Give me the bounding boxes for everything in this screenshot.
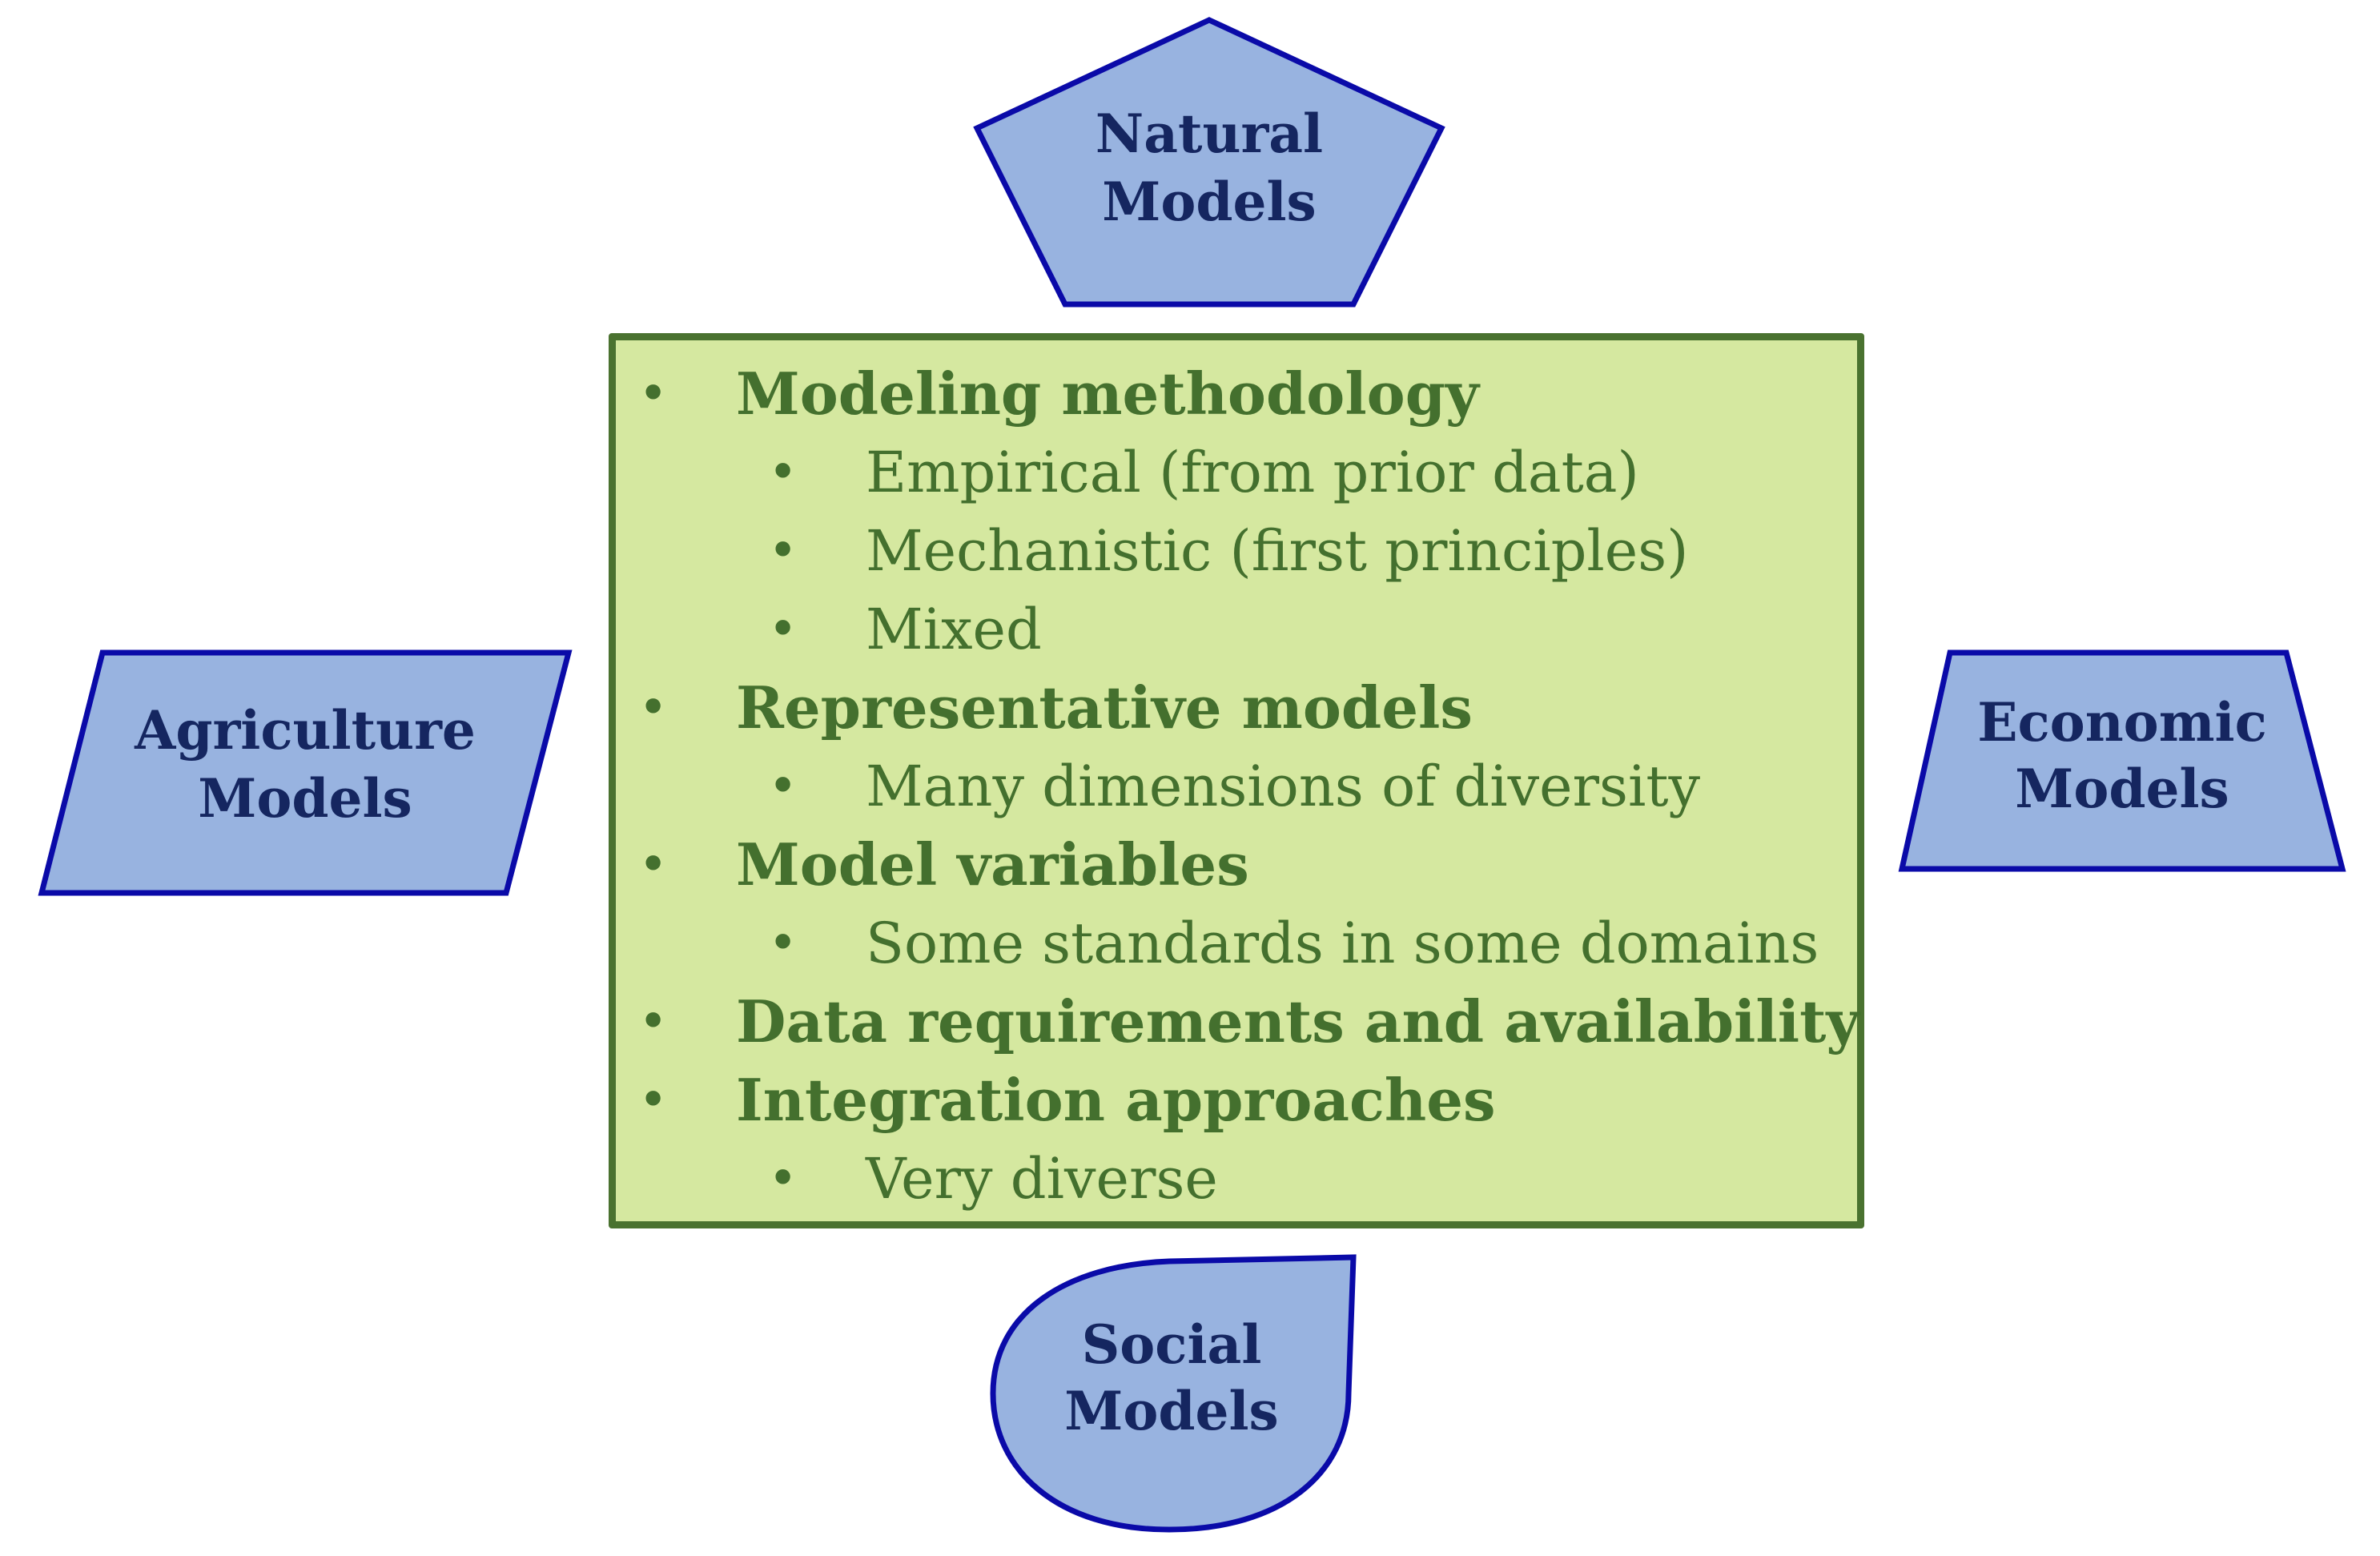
economic-models-node: Economic Models [1898, 649, 2346, 872]
modeling-considerations-box: • Modeling methodology • Empirical (from pr… [609, 333, 1864, 1228]
list-item-text: Many dimensions of diversity [866, 754, 1701, 819]
teardrop-icon [990, 1254, 1357, 1533]
list-item-text: Model variables [736, 830, 1249, 899]
trapezoid-icon [1898, 649, 2346, 872]
agriculture-models-label-line1: Agriculture [134, 699, 476, 762]
economic-models-label-line2: Models [2015, 758, 2229, 820]
list-item-text: Mixed [866, 597, 1042, 662]
bullet-icon: • [640, 997, 667, 1046]
agriculture-models-label-line2: Models [198, 767, 412, 830]
bullet-icon: • [640, 369, 667, 418]
list-item-text: Empirical (from prior data) [866, 440, 1639, 505]
bullet-icon: • [770, 448, 797, 497]
social-models-label-line1: Social [1082, 1313, 1262, 1376]
natural-models-label-line1: Natural [1096, 103, 1323, 165]
bullet-icon: • [770, 762, 797, 810]
list-item-text: Mechanistic (first principles) [866, 518, 1689, 584]
natural-models-label-line2: Models [1102, 171, 1316, 233]
list-item-text: Some standards in some domains [866, 911, 1819, 976]
natural-models-node: Natural Models [973, 17, 1445, 308]
parallelogram-icon [38, 649, 573, 896]
bullet-icon: • [770, 919, 797, 967]
list-item-text: Representative models [736, 673, 1473, 742]
list-item-text: Modeling methodology [736, 360, 1479, 428]
list-item-text: Integration approaches [736, 1066, 1496, 1134]
list-item-text: Very diverse [866, 1146, 1218, 1212]
social-models-node: Social Models [990, 1254, 1357, 1533]
economic-models-label-line1: Economic [1977, 691, 2267, 754]
agriculture-models-node: Agriculture Models [38, 649, 573, 896]
bullet-icon: • [770, 1154, 797, 1203]
bullet-icon: • [640, 840, 667, 889]
bullet-icon: • [640, 1076, 667, 1124]
list-item-text: Data requirements and availability [736, 987, 1860, 1055]
bullet-icon: • [640, 683, 667, 732]
pentagon-icon [973, 17, 1445, 308]
bullet-icon: • [770, 605, 797, 653]
social-models-label-line2: Models [1064, 1380, 1278, 1442]
bullet-icon: • [770, 526, 797, 575]
